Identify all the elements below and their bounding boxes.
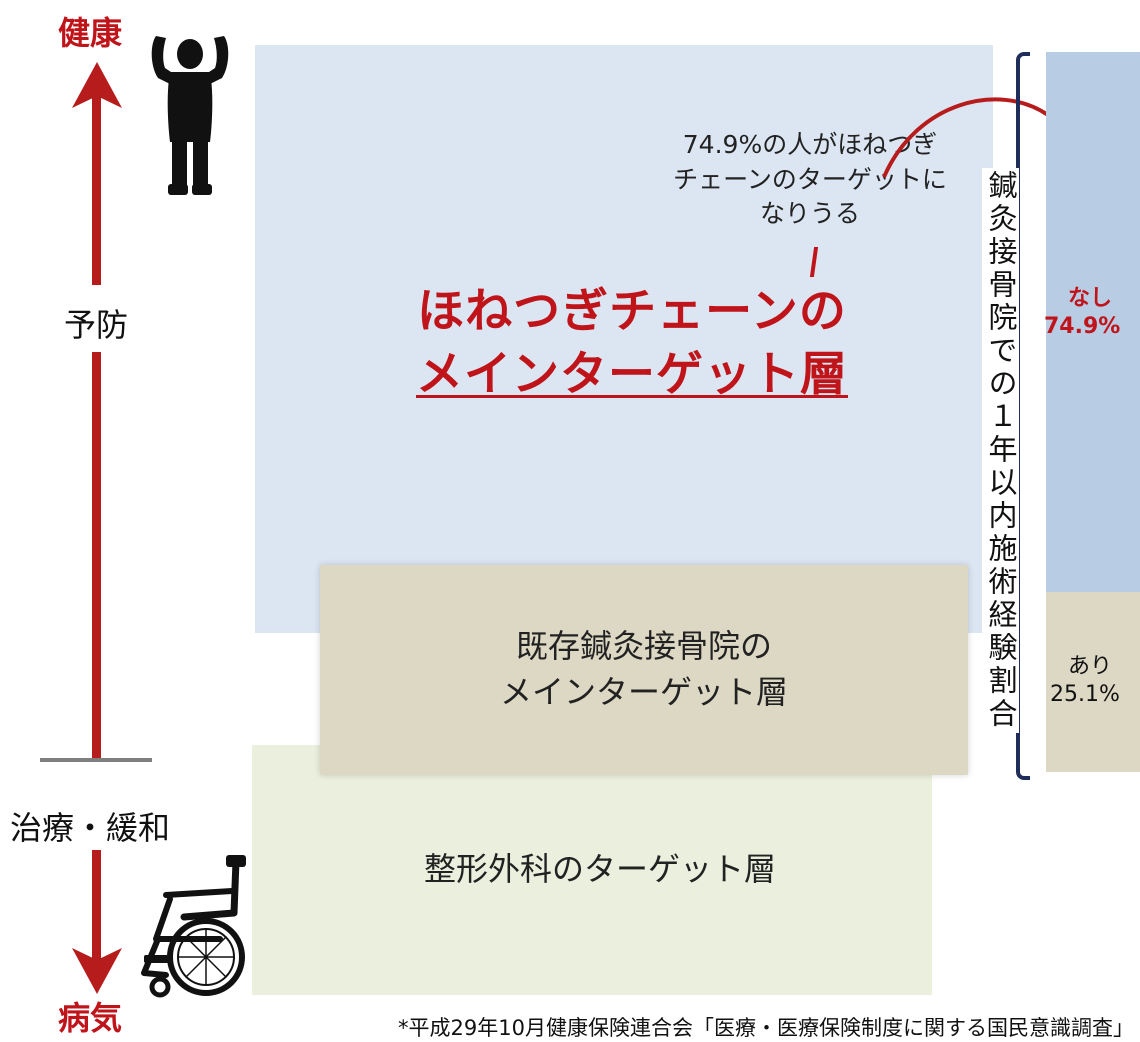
main-target-title: ほねつぎチェーンの メインターゲット層 (416, 284, 848, 403)
healthy-person-silhouette-icon (151, 36, 229, 195)
bar-segment-none (1046, 52, 1140, 592)
bar-none-value: 74.9% (1044, 314, 1121, 339)
existing-clinic-layer (320, 565, 968, 775)
orthopedic-text: 整形外科のターゲット層 (423, 850, 776, 888)
down-arrowhead (72, 948, 122, 994)
orthopedic-layer (252, 745, 932, 995)
bar-none-label: なし (1068, 286, 1113, 311)
axis-treatment-label: 治療・緩和 (10, 809, 171, 847)
axis-line-middle (92, 352, 101, 760)
bar-yes-value: 25.1% (1050, 682, 1120, 707)
callout-text: 74.9%の人がほねつぎ チェーンのターゲットに なりうる (673, 130, 947, 228)
axis-line-lower (92, 850, 101, 960)
bar-vertical-title: 鍼灸接骨院での１年以内施術経験割合 (982, 168, 1019, 733)
axis-top-label: 健康 (58, 14, 123, 52)
bar-segment-yes (1046, 592, 1140, 772)
existing-clinic-text: 既存鍼灸接骨院の メインターゲット層 (499, 627, 788, 712)
bar-yes-label: あり (1068, 654, 1113, 679)
honetsugi-target-layer (255, 45, 993, 633)
axis-line-upper (92, 95, 101, 285)
axis-bottom-label: 病気 (58, 999, 123, 1037)
up-arrowhead (72, 62, 122, 108)
axis-boundary-tick (40, 758, 152, 762)
wheelchair-icon (141, 855, 246, 998)
axis-prevention-label: 予防 (64, 306, 129, 344)
source-footnote: *平成29年10月健康保険連合会「医療・医療保険制度に関する国民意識調査」 (398, 1016, 1134, 1040)
